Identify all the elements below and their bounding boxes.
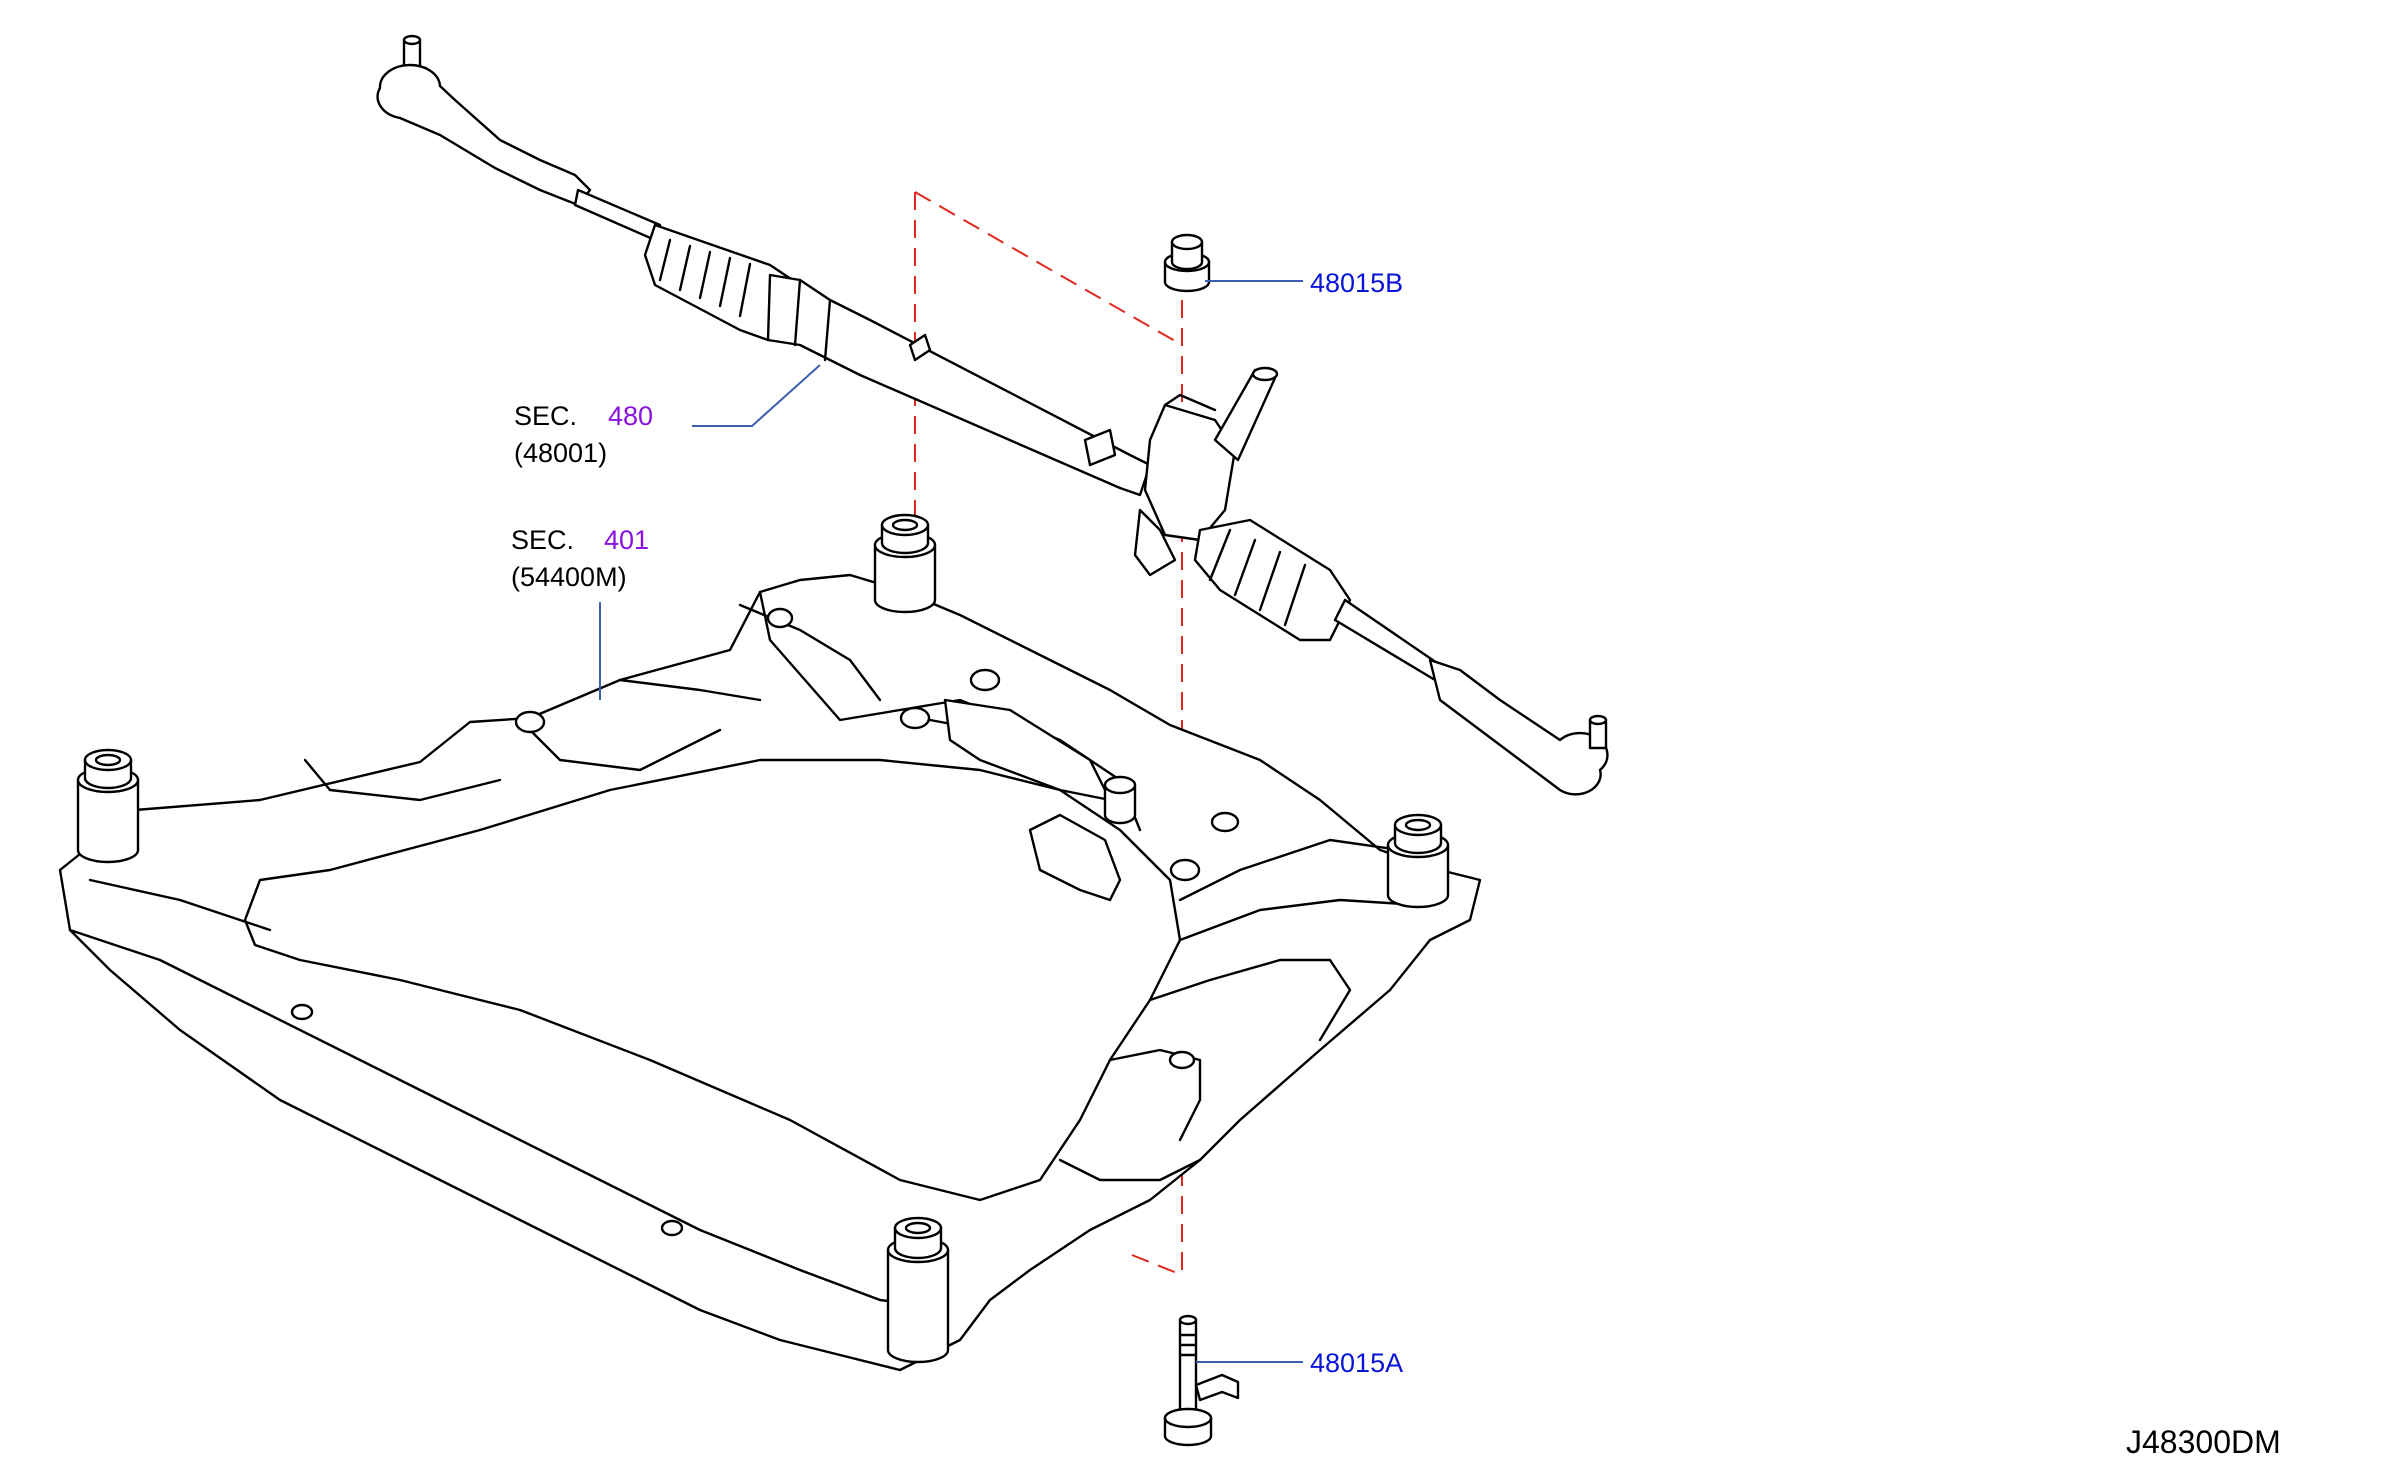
hex-flange-nut-icon (1163, 233, 1211, 293)
part-number-48015b[interactable]: 48015B (1310, 268, 1404, 298)
front-suspension-member-icon (58, 573, 1482, 1372)
sec-401-prefix: SEC. (511, 525, 575, 555)
leader-lines (599, 280, 1303, 1363)
sec-480-prefix: SEC. (514, 401, 578, 431)
subframe-bushing-icons (76, 513, 1450, 1364)
part-number-48015a[interactable]: 48015A (1310, 1348, 1404, 1378)
diagram-code: J48300DM (2126, 1424, 2281, 1460)
sec-401-number[interactable]: 401 (604, 525, 650, 555)
flange-bolt-icon (1163, 1314, 1240, 1447)
steering-gear-rack-icon (376, 34, 1609, 796)
sec-480-part-number: (48001) (514, 438, 608, 468)
sec-401-part-number: (54400M) (511, 562, 627, 592)
sec-480-number[interactable]: 480 (608, 401, 654, 431)
